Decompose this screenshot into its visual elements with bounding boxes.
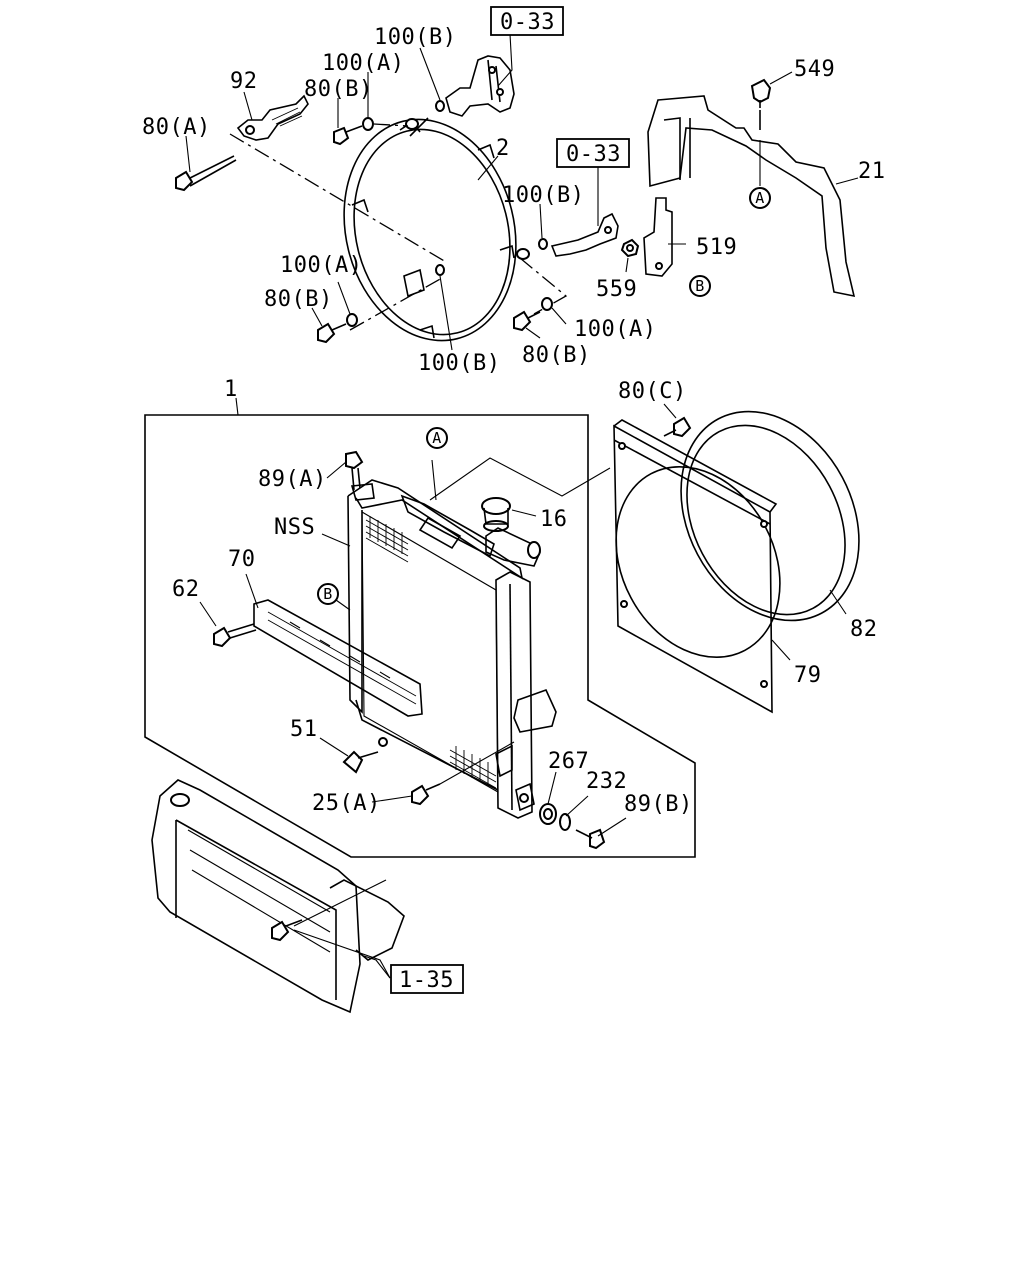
bolt-80c [663,416,692,438]
bolt-intercooler [271,919,303,942]
label-89b: 89(B) [624,792,693,817]
bolt-80b-top [333,117,374,146]
part-92-clamp [236,94,309,141]
alignment-line-shroud-3 [519,257,568,315]
marker-a-shroud: A [755,189,765,207]
label-62: 62 [172,577,200,602]
bolt-25a [411,741,515,806]
washer-232 [559,813,571,831]
shroud-ring-82 [680,410,860,622]
label-267: 267 [548,749,589,774]
label-1-35: 1-35 [399,968,454,993]
label-549: 549 [794,57,835,82]
marker-a-shroud-circle [749,187,771,209]
bushing-267 [539,803,557,825]
bolt-89a [345,450,364,491]
label-79: 79 [794,663,822,688]
label-559: 559 [596,277,637,302]
fan-shroud-ring [343,117,530,342]
label-100b-bottom: 100(B) [418,351,500,376]
upper-bracket [445,55,515,117]
part-519-bracket [643,197,673,277]
part-21-cover [647,95,856,298]
marker-b-bracket: B [695,277,705,295]
label-89a: 89(A) [258,467,327,492]
alignment-line-shroud-2 [349,277,443,331]
marker-a-radiator-circle [426,427,448,449]
marker-b-radiator: B [323,585,333,603]
marker-a-radiator: A [432,429,442,447]
core-fins-top [365,516,409,563]
label-1: 1 [224,377,238,402]
pin-100b-centre [435,264,453,351]
label-232: 232 [586,769,627,794]
alignment-line-shroud-1 [229,133,447,263]
ref-box-1-35 [390,964,464,994]
label-70: 70 [228,547,256,572]
bolt-62 [213,623,257,648]
label-92: 92 [230,69,258,94]
assembly-1-frame [144,414,696,858]
radiator-core [347,479,557,819]
label-16: 16 [540,507,568,532]
label-2: 2 [496,136,510,161]
label-nss: NSS [274,515,315,540]
part-51 [342,750,379,774]
label-80a: 80(A) [142,115,211,140]
label-519: 519 [696,235,737,260]
radiator-shroud-link [429,457,611,501]
marker-b-radiator-circle [317,583,339,605]
label-80b-bottom: 80(B) [522,343,591,368]
core-fins-bottom [449,746,497,789]
label-80b-top: 80(B) [304,77,373,102]
label-100b-top: 100(B) [374,25,456,50]
mid-bracket [538,212,619,257]
shroud-panel-79 [613,419,781,714]
bolt-89b [575,828,606,850]
nut-559 [620,238,640,258]
bolt-80b-right [513,297,553,332]
label-21: 21 [858,159,886,184]
label-100a-top: 100(A) [322,51,404,76]
intercooler-1-35 [151,779,405,1014]
ref-box-0-33-top [490,6,564,36]
label-0-33-top: 0-33 [500,10,555,35]
label-80c: 80(C) [618,379,687,404]
ref-box-0-33-mid [556,138,630,168]
leader-lines [185,33,859,979]
fan-shroud-group [175,55,856,351]
clip-549 [750,78,772,108]
label-80b-left: 80(B) [264,287,333,312]
radiator-cap-16 [481,497,511,532]
label-100a-right: 100(A) [574,317,656,342]
label-82: 82 [850,617,878,642]
part-70-bar [253,599,423,717]
label-100a-left: 100(A) [280,253,362,278]
label-25a: 25(A) [312,791,381,816]
marker-b-bracket-circle [689,275,711,297]
bolt-80b-left [317,313,358,344]
bolt-80a [175,155,237,192]
pin-100b-top [435,100,445,112]
label-100b-mid: 100(B) [502,183,584,208]
label-0-33-mid: 0-33 [566,142,621,167]
label-51: 51 [290,717,318,742]
alignment-line-shroud-4 [373,123,409,127]
